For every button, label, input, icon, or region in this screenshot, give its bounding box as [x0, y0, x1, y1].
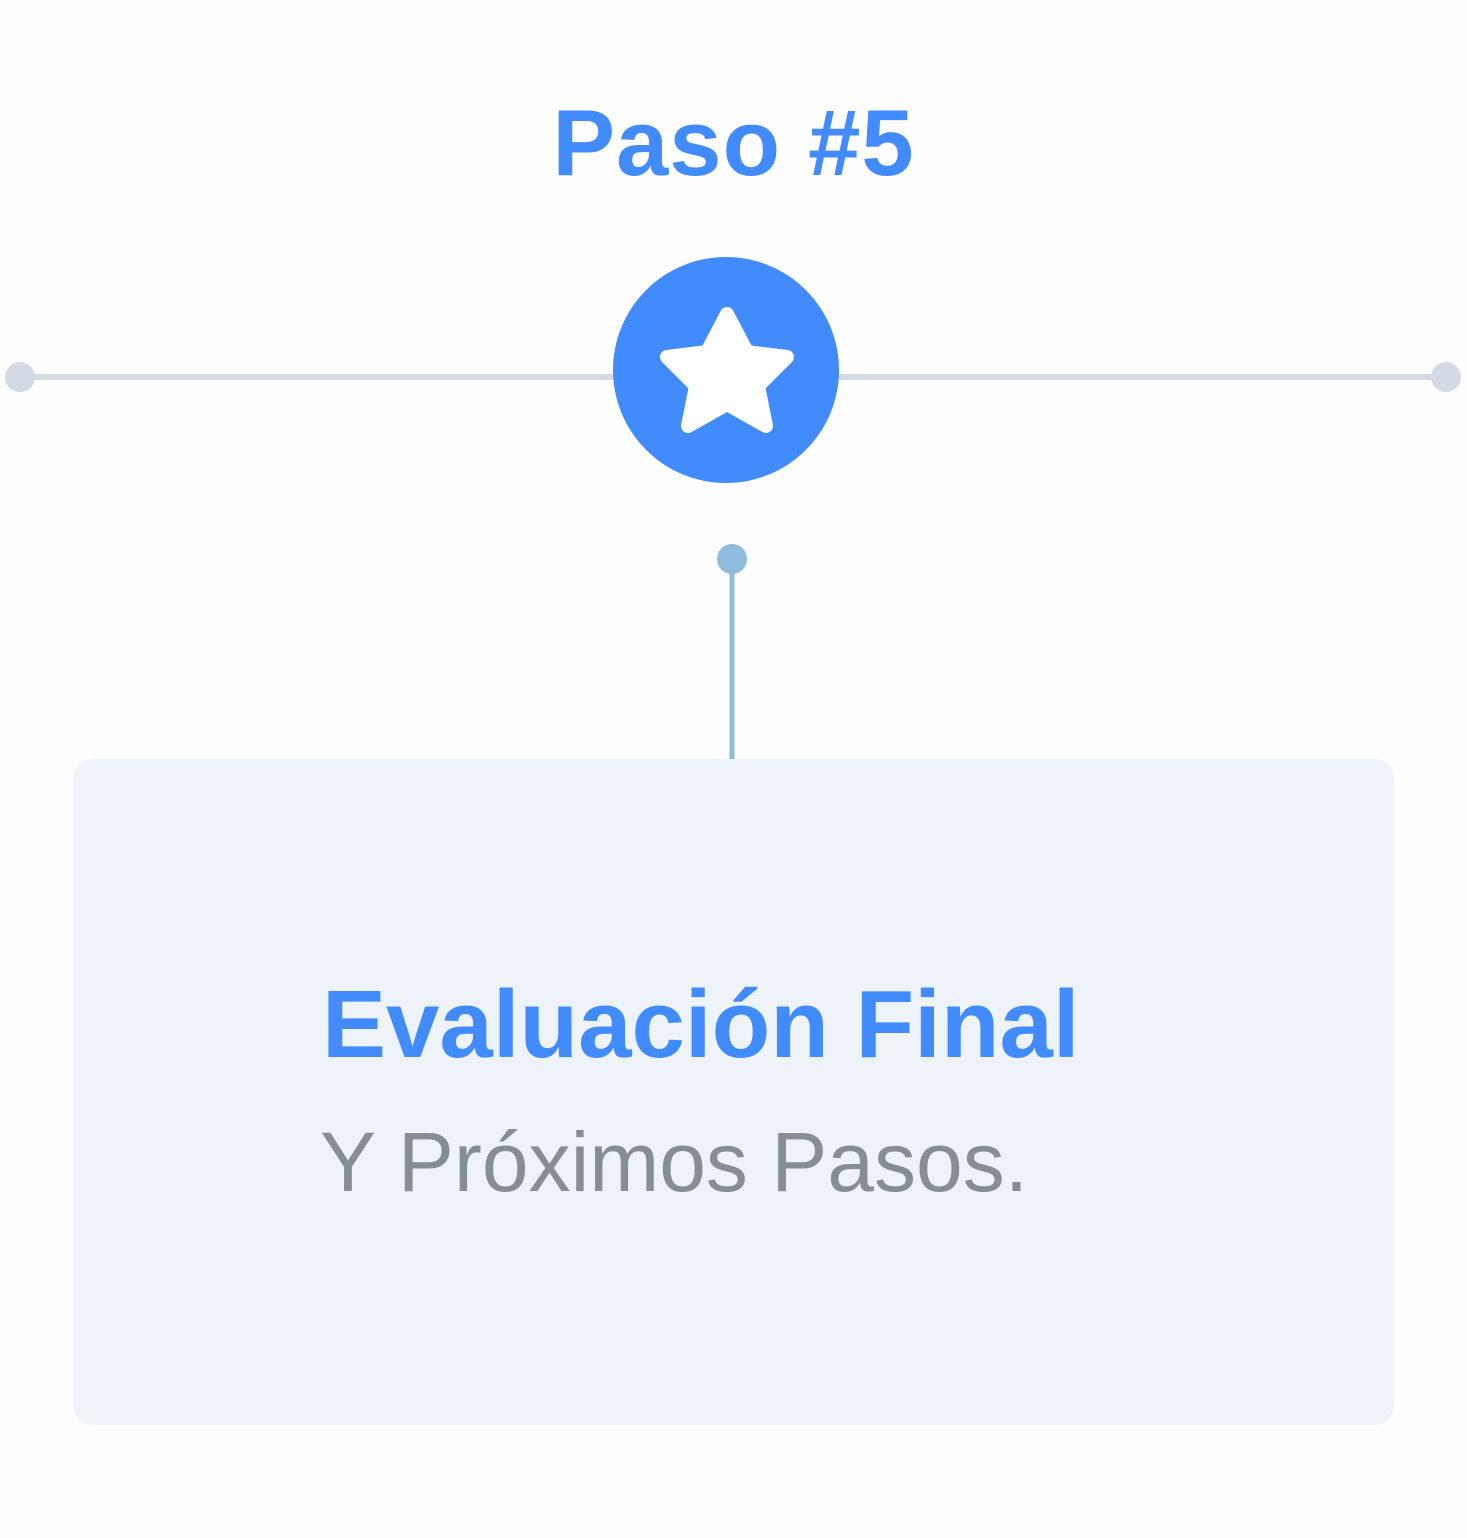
step-card	[73, 759, 1394, 1425]
step-title: Paso #5	[552, 90, 915, 195]
timeline-endpoint-right	[1431, 362, 1461, 392]
star-icon	[660, 307, 794, 433]
connector-dot	[717, 544, 747, 574]
card-subtitle: Y Próximos Pasos.	[320, 1115, 1029, 1209]
timeline	[5, 257, 1461, 768]
card-title: Evaluación Final	[322, 971, 1080, 1078]
timeline-endpoint-left	[5, 362, 35, 392]
